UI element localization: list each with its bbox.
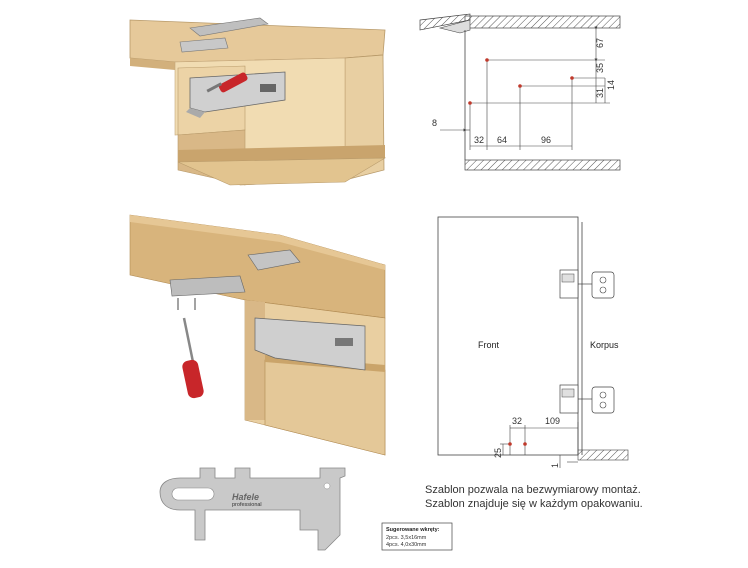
tool-brand: Hafele (232, 492, 259, 502)
dim-32: 32 (474, 135, 484, 145)
caption-line-2: Szablon znajduje się w każdym opakowaniu… (425, 498, 643, 510)
dim-32-bottom: 32 (512, 416, 522, 426)
dim-1: 1 (550, 463, 560, 468)
screw-note: Sugerowane wkręty: 2pcs. 3,5x16mm 4pcs. … (381, 522, 453, 551)
dim-8: 8 (432, 118, 437, 128)
screw-note-line-1: 2pcs. 3,5x16mm (386, 535, 427, 541)
installation-illustration (129, 214, 386, 456)
dim-64: 64 (497, 135, 507, 145)
dim-25: 25 (493, 448, 503, 458)
top-technical-drawing: 67 35 31 14 8 32 64 96 (419, 13, 621, 171)
screw-note-line-2: 4pcs. 4,0x30mm (386, 542, 427, 548)
caption-line-1: Szablon pozwala na bezwymiarowy montaż. (425, 484, 641, 496)
dim-35: 35 (595, 63, 605, 73)
label-korpus: Korpus (590, 340, 619, 350)
tool-sub: professional (232, 502, 262, 508)
dim-67: 67 (595, 38, 605, 48)
dim-14: 14 (606, 80, 616, 90)
upper-hinge (559, 269, 615, 299)
label-front: Front (478, 340, 500, 350)
top-cabinet-illustration (129, 17, 387, 186)
dim-31: 31 (595, 88, 605, 98)
lower-hinge (559, 384, 615, 414)
bottom-technical-drawing: Front Korpus 32 109 25 1 (437, 216, 629, 468)
dim-96: 96 (541, 135, 551, 145)
template-tool: Hafele professional (159, 467, 346, 551)
caption: Szablon pozwala na bezwymiarowy montaż. … (425, 484, 643, 510)
screw-note-title: Sugerowane wkręty: (386, 527, 440, 533)
dim-109: 109 (545, 416, 560, 426)
